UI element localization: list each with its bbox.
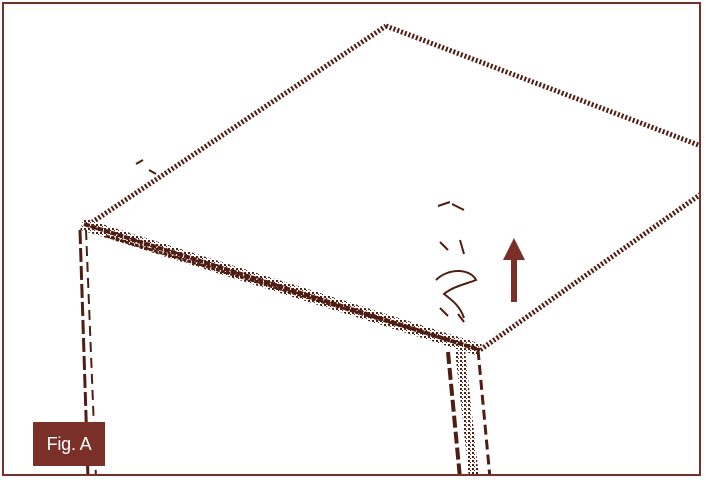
front-corner bbox=[80, 230, 490, 476]
top-face-back-left-edge bbox=[82, 26, 386, 229]
front-vertical-edge-right bbox=[478, 350, 490, 476]
top-face bbox=[82, 26, 701, 350]
front-vertical-edge-shaded bbox=[460, 350, 474, 476]
cube-illustration bbox=[4, 4, 701, 476]
up-arrow-icon bbox=[503, 238, 525, 302]
top-face-back-right-edge bbox=[386, 26, 701, 146]
figure-label: Fig. A bbox=[33, 422, 105, 466]
figure-frame: Fig. A bbox=[2, 2, 701, 476]
